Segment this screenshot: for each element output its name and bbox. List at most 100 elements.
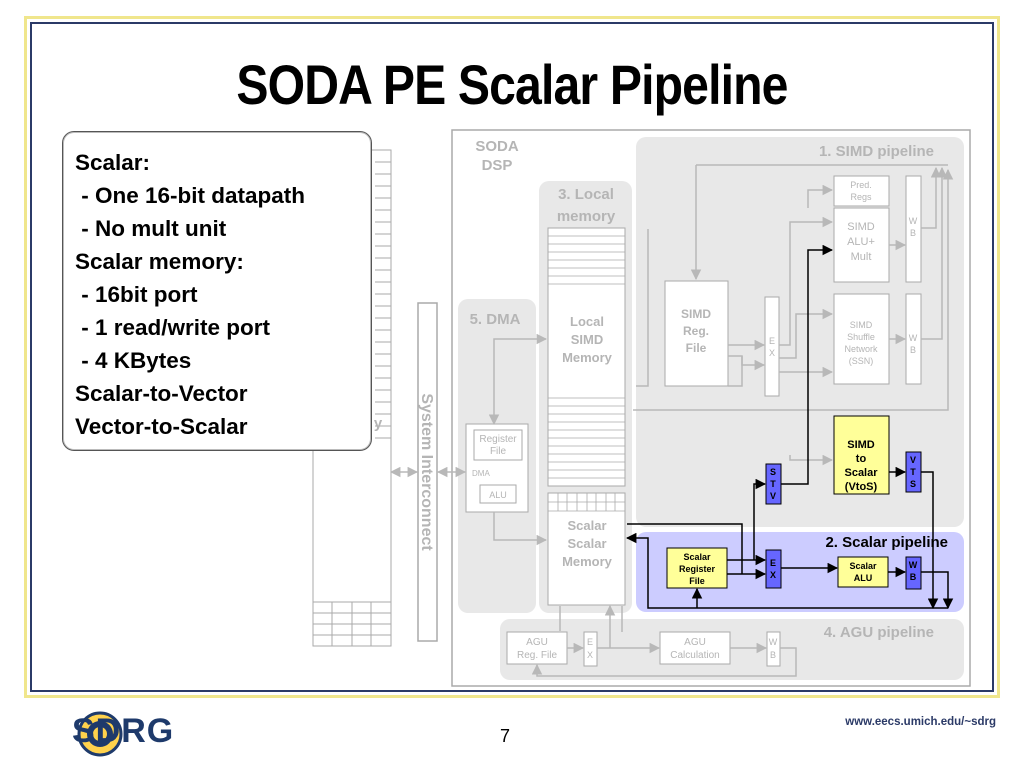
dma-register-file-label-2: File [490, 446, 507, 457]
dma-label: DMA [472, 469, 490, 478]
pred-regs-label-1: Pred. [850, 180, 872, 190]
callout-line: - No mult unit [75, 216, 227, 241]
scalar-alu-label-1: Scalar [849, 561, 877, 571]
pred-regs-label-2: Regs [850, 192, 872, 202]
scalar-memory-grid [548, 493, 625, 512]
scalar-ex-label-x: X [770, 570, 776, 580]
local-simd-memory-label-1: Local [570, 314, 604, 329]
vtos-label-3: Scalar [844, 467, 878, 479]
scalar-ex-box [765, 549, 782, 589]
dma-register-file-box [473, 429, 523, 461]
agu-pipeline-region [500, 619, 964, 680]
local-simd-memory-grid [548, 235, 625, 479]
scalar-register-file-label-3: File [689, 576, 705, 586]
university-seal-logo [77, 711, 123, 757]
simd-wb1-label-b: B [910, 228, 916, 238]
scalar-wb-label-b: B [910, 572, 917, 582]
simd-pipeline-wires [633, 164, 954, 466]
scalar-pipeline-label: 2. Scalar pipeline [825, 534, 948, 551]
simd-shuffle-label-2: Shuffle [847, 332, 875, 342]
simd-alu-label-3: Mult [851, 251, 872, 263]
agu-reg-file-label-1: AGU [526, 637, 548, 648]
agu-wb-label-w: W [769, 637, 778, 647]
stv-label-s: S [770, 467, 776, 477]
vts-label-s: S [910, 479, 916, 489]
simd-wb2-label-b: B [910, 345, 916, 355]
soda-dsp-label-2: DSP [482, 157, 513, 174]
simd-alu-label-2: ALU+ [847, 236, 875, 248]
scalar-register-file-box [666, 547, 728, 589]
simd-wb1-label-w: W [909, 216, 918, 226]
callout-line: Scalar memory: [75, 249, 244, 274]
scalar-ex-label-e: E [770, 558, 776, 568]
local-simd-memory-label-2: SIMD [571, 332, 604, 347]
local-simd-memory-box [547, 227, 626, 487]
memory-fragment-label: y [374, 415, 383, 432]
simd-shuffle-label-4: (SSN) [849, 356, 874, 366]
dma-to-scalar-memory-link [493, 512, 548, 546]
callout-line: - 1 read/write port [75, 315, 271, 340]
agu-reg-file-label-2: Reg. File [517, 650, 557, 661]
notes-callout: Scalar: - One 16-bit datapath - No mult … [62, 131, 372, 451]
scalar-memory-box [547, 492, 626, 606]
agu-ex-label-e: E [587, 637, 593, 647]
simd-pipeline-label: 1. SIMD pipeline [819, 143, 934, 160]
callout-line: Scalar-to-Vector [75, 381, 248, 406]
scalar-alu-box [837, 556, 889, 588]
agu-pipeline-label: 4. AGU pipeline [824, 624, 934, 641]
simd-to-scalar-box [833, 415, 890, 495]
stv-label-t: T [770, 479, 776, 489]
soda-dsp-label-1: SODA [475, 138, 519, 155]
slide-title: SODA PE Scalar Pipeline [236, 53, 788, 116]
dma-register-file-label-1: Register [479, 434, 517, 445]
agu-ex-label-x: X [587, 650, 593, 660]
scalar-wb-label-w: W [909, 560, 918, 570]
vtos-label-2: to [856, 453, 867, 465]
agu-reg-file-box [506, 631, 568, 665]
simd-wb-box-1 [905, 175, 922, 283]
callout-line: Vector-to-Scalar [75, 414, 248, 439]
scalar-pipeline-wires [625, 244, 954, 610]
pred-regs-box [833, 175, 890, 207]
simd-shuffle-label-3: Network [844, 344, 878, 354]
scalar-memory-label-3: Memory [562, 554, 613, 569]
callout-line: - 4 KBytes [75, 348, 192, 373]
sdrg-logo-text: SDRG [72, 712, 175, 750]
simd-wb2-label-w: W [909, 333, 918, 343]
stv-label-v: V [770, 491, 776, 501]
simd-reg-file-box [664, 280, 729, 387]
simd-alu-label-1: SIMD [847, 221, 875, 233]
agu-calculation-label-1: AGU [684, 637, 706, 648]
agu-calculation-label-2: Calculation [670, 650, 719, 661]
system-interconnect-label: System Interconnect [418, 393, 435, 551]
dma-alu-box [479, 484, 517, 504]
dma-alu-label: ALU [489, 490, 507, 500]
agu-pipeline-wires [531, 604, 797, 677]
simd-shuffle-label-1: SIMD [850, 320, 873, 330]
dma-region-label: 5. DMA [470, 311, 521, 328]
simd-ex-box [764, 296, 780, 397]
simd-ex-label-e: E [769, 336, 775, 346]
scalar-alu-label-2: ALU [854, 573, 873, 583]
slide-frame [24, 16, 1000, 698]
agu-wb-label-b: B [770, 650, 776, 660]
callout-line: Scalar: [75, 150, 151, 175]
footer-url[interactable]: www.eecs.umich.edu/~sdrg [845, 716, 996, 728]
simd-reg-file-label-1: SIMD [681, 307, 711, 321]
simd-ex-label-x: X [769, 348, 775, 358]
page-number: 7 [500, 726, 511, 746]
local-simd-memory-label-3: Memory [562, 350, 613, 365]
local-memory-label-2: memory [557, 208, 616, 225]
slide-frame-inner [30, 22, 994, 692]
vtos-label-1: SIMD [847, 439, 875, 451]
simd-reg-file-label-2: Reg. [683, 324, 709, 338]
dma-to-local-memory-link [488, 333, 548, 426]
scalar-memory-label-1: Scalar [567, 518, 606, 533]
vts-label-t: T [910, 467, 916, 477]
vts-label-v: V [910, 455, 916, 465]
scalar-register-file-label-1: Scalar [683, 552, 711, 562]
callout-line: - One 16-bit datapath [75, 183, 306, 208]
callout-line: - 16bit port [75, 282, 198, 307]
scalar-memory-label-2: Scalar [567, 536, 606, 551]
